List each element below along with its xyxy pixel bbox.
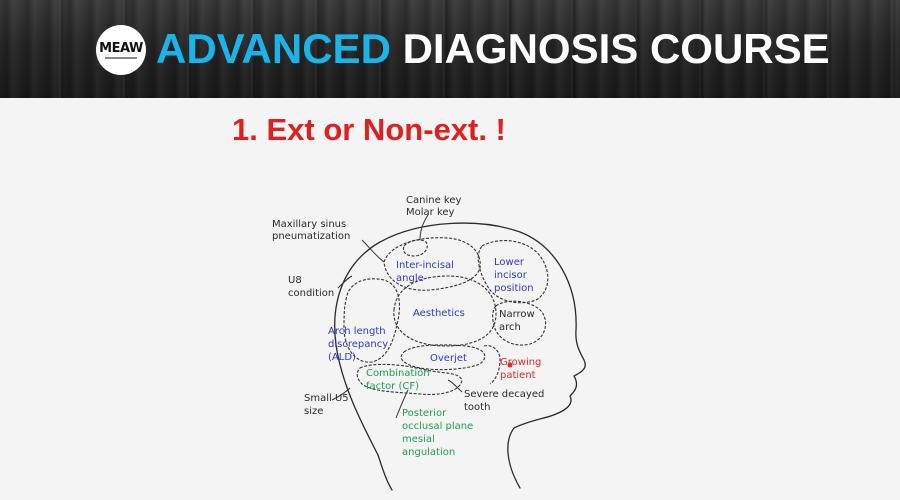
- label-ald-1: Arch length: [328, 326, 386, 337]
- pointer-canine-molar: [419, 214, 429, 241]
- course-title: ADVANCED DIAGNOSIS COURSE: [156, 24, 830, 74]
- label-lower-incisor-2: incisor: [494, 270, 528, 281]
- logo-underline: [105, 56, 137, 59]
- label-interincisal-2: angle: [396, 273, 424, 284]
- label-severe-1: Severe decayed: [464, 389, 544, 400]
- label-combination-1: Combination: [366, 368, 430, 379]
- lobe-lower-incisor: [477, 240, 549, 304]
- label-growing-2: patient: [500, 370, 536, 381]
- pointer-small-u5: [331, 387, 351, 401]
- label-maxillary-1: Maxillary sinus: [272, 219, 346, 230]
- label-small-u5-2: size: [304, 406, 323, 417]
- pointer-severe: [447, 379, 463, 393]
- label-maxillary-2: pneumatization: [272, 231, 350, 242]
- slide-heading: 1. Ext or Non-ext. !: [232, 112, 506, 147]
- pointer-u8: [337, 275, 353, 289]
- pointer-posterior: [395, 389, 409, 419]
- label-canine-key: Canine key: [406, 195, 461, 206]
- label-posterior-1: Posterior: [402, 408, 447, 419]
- label-posterior-3: mesial: [402, 434, 435, 445]
- growing-dot: [507, 362, 513, 368]
- lobe-narrow-arch: [492, 300, 547, 346]
- label-aesthetics: Aesthetics: [413, 308, 465, 319]
- label-overjet: Overjet: [430, 353, 467, 364]
- lobe-interincisal: [383, 237, 481, 291]
- label-growing-1: Growing: [500, 357, 541, 368]
- lobe-combination: [356, 363, 463, 396]
- label-combination-2: factor (CF): [366, 381, 419, 392]
- head-outline: [334, 222, 586, 489]
- label-lower-incisor-1: Lower: [494, 257, 525, 268]
- label-small-u5-1: Small U5: [304, 393, 349, 404]
- label-ald-3: (ALD): [328, 352, 356, 363]
- label-u8-2: condition: [288, 288, 334, 299]
- label-molar-key: Molar key: [406, 207, 455, 218]
- header-banner: MEAW ADVANCED DIAGNOSIS COURSE: [0, 0, 900, 98]
- label-u8-1: U8: [288, 275, 302, 286]
- label-ald-2: discrepancy: [328, 339, 388, 350]
- lobe-aesthetics: [393, 275, 497, 347]
- label-narrow-1: Narrow: [499, 309, 535, 320]
- pointer-maxillary: [361, 239, 385, 263]
- label-posterior-4: angulation: [402, 447, 455, 458]
- label-interincisal-1: Inter-incisal: [396, 260, 454, 271]
- neck-outline: [377, 454, 393, 491]
- course-title-main: DIAGNOSIS COURSE: [402, 25, 830, 72]
- lobe-overjet: [400, 344, 486, 371]
- lobe-frontal-small: [402, 239, 428, 257]
- course-title-accent: ADVANCED: [156, 25, 391, 72]
- lobe-ald: [343, 278, 401, 363]
- label-lower-incisor-3: position: [494, 283, 534, 294]
- meaw-logo: MEAW: [96, 25, 146, 75]
- label-posterior-2: occlusal plane: [402, 421, 473, 432]
- label-narrow-2: arch: [499, 322, 521, 333]
- label-severe-2: tooth: [464, 402, 490, 413]
- logo-text: MEAW: [99, 40, 143, 56]
- lobe-brainstem: [483, 345, 501, 385]
